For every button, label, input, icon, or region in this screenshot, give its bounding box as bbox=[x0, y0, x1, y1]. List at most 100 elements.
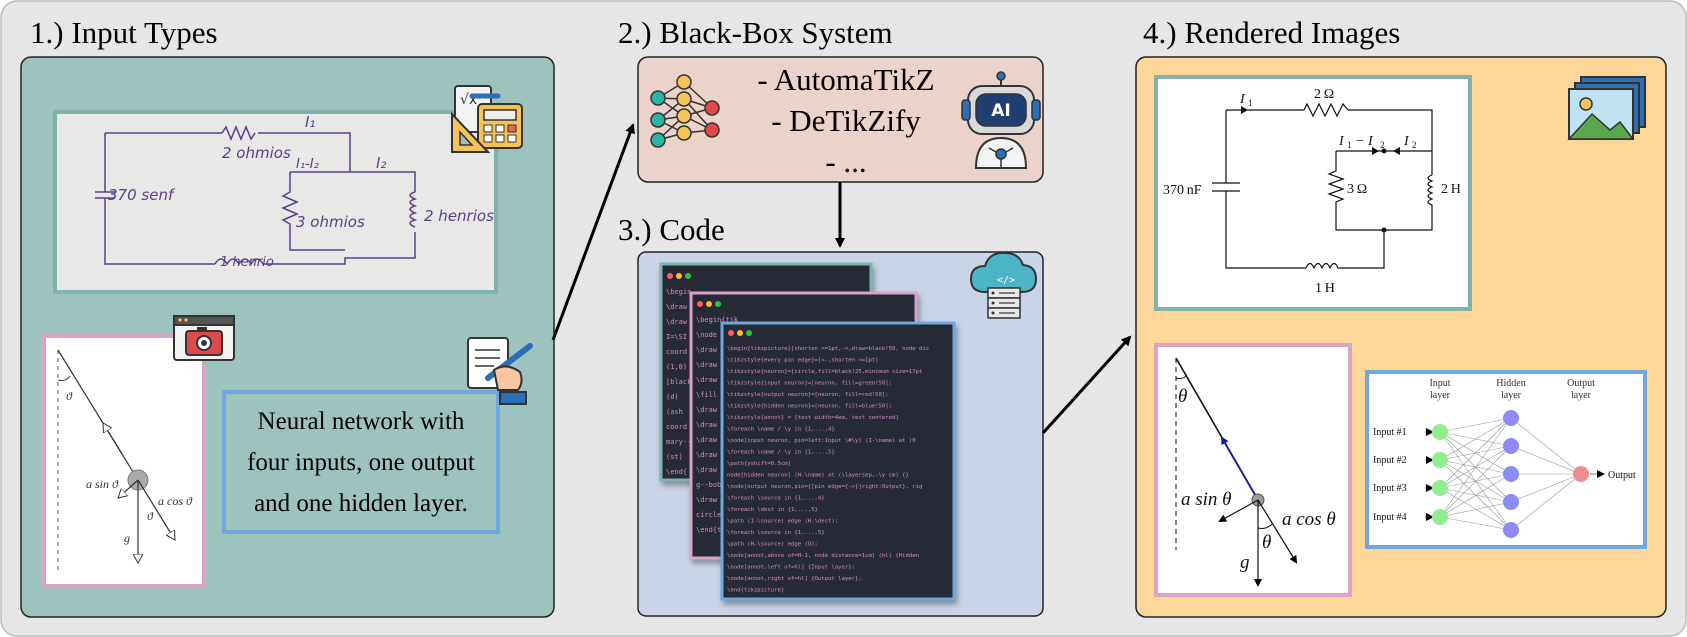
sketch-label-asin: a sin ϑ bbox=[86, 477, 119, 491]
nn-edge bbox=[1439, 487, 1512, 531]
ai-robot-icon: AI bbox=[961, 71, 1041, 169]
nn-edge bbox=[1439, 473, 1512, 489]
prompt-line-3: and one hidden layer. bbox=[254, 490, 468, 517]
arrow-code-to-rendered bbox=[1041, 335, 1132, 435]
nn-output-neuron bbox=[1573, 466, 1589, 482]
code-line: \node[annot,above of=H-1, node distance=… bbox=[727, 553, 919, 559]
nn-edge bbox=[1510, 417, 1582, 475]
hand-label-l1: 1 henrio bbox=[220, 255, 274, 270]
code-line: \draw bbox=[666, 303, 688, 311]
code-line: \begin{tikzpicture}[shorten >=1pt,->,dra… bbox=[727, 346, 929, 352]
code-line: coord bbox=[666, 423, 687, 431]
nn-input-neuron bbox=[1432, 424, 1448, 440]
nn-label-hidden-layer-1: Hidden bbox=[1496, 378, 1525, 389]
code-line: \draw bbox=[696, 406, 718, 414]
nn-edge bbox=[1439, 417, 1512, 489]
code-line: \node bbox=[696, 331, 717, 339]
code-line: \draw bbox=[696, 496, 718, 504]
nn-edge bbox=[1439, 487, 1512, 503]
code-line: \foreach \source in {1,...,4} bbox=[727, 496, 825, 502]
title-black-box: 2.) Black-Box System bbox=[618, 15, 893, 50]
code-line: \draw bbox=[696, 376, 718, 384]
code-line: \node[input neuron, pin=left:Input \#\y]… bbox=[727, 438, 916, 444]
code-line: \draw bbox=[696, 346, 718, 354]
nn-edge bbox=[1439, 516, 1512, 531]
nn-input-neuron bbox=[1432, 452, 1448, 468]
code-line: \tikzstyle{annot} = [text width=4em, tex… bbox=[727, 415, 899, 421]
code-line: \foreach \source in {1,...,5} bbox=[727, 530, 825, 536]
code-line: \end{t bbox=[696, 526, 721, 534]
code-line: \foreach \dest in {1,...,5} bbox=[727, 507, 818, 513]
code-line: \draw bbox=[696, 466, 718, 474]
rendered-label-r3: 3 Ω bbox=[1347, 182, 1367, 197]
nn-input-label-3: Input #3 bbox=[1373, 483, 1407, 494]
code-window-front: \begin{tikzpicture}[shorten >=1pt,->,dra… bbox=[720, 321, 956, 601]
code-line: \foreach \name / \y in {1,...,5} bbox=[727, 450, 835, 456]
code-line: \node[output neuron,pin={[pin edge={->}]… bbox=[727, 484, 922, 490]
nn-edge bbox=[1439, 473, 1512, 518]
code-line: \draw bbox=[696, 421, 718, 429]
nn-edge bbox=[1439, 417, 1512, 433]
title-rendered-images: 4.) Rendered Images bbox=[1143, 15, 1400, 50]
code-line: \tikzstyle{output neuron}=[neuron, fill=… bbox=[727, 392, 889, 398]
rendered-label-minus-i2: − I bbox=[1355, 134, 1374, 149]
rendered-label-asin: a sin θ bbox=[1181, 489, 1232, 510]
sketch-label-g: g bbox=[124, 531, 130, 545]
nn-hidden-neuron bbox=[1503, 410, 1519, 426]
rendered-label-cap: 370 nF bbox=[1163, 183, 1202, 198]
code-line: circle bbox=[696, 511, 721, 519]
sketch-label-theta-bob: ϑ bbox=[147, 509, 154, 523]
rendered-label-l2: 2 H bbox=[1441, 182, 1461, 197]
image-gallery-icon bbox=[1567, 76, 1646, 140]
nn-edge bbox=[1510, 445, 1582, 475]
nn-edge bbox=[1439, 501, 1512, 518]
prompt-line-1: Neural network with bbox=[258, 408, 465, 435]
handwriting-icon bbox=[467, 337, 533, 405]
rendered-label-i1: I bbox=[1239, 92, 1246, 107]
code-line: \draw bbox=[666, 318, 688, 326]
rendered-circuit-image: I 1 2 Ω I 1 − I 2 I 2 370 nF 3 Ω 2 H 1 H bbox=[1154, 75, 1472, 311]
hand-label-cap: 370 senf bbox=[108, 186, 176, 204]
rendered-label-i1mi2-sub: 1 bbox=[1347, 140, 1352, 150]
hand-label-i1-minus-i2: I₁-I₂ bbox=[296, 157, 319, 172]
nn-output-label: Output bbox=[1608, 470, 1636, 481]
hand-label-r3: 3 ohmios bbox=[296, 213, 365, 231]
code-line: \draw bbox=[696, 451, 718, 459]
code-line: \fill bbox=[696, 391, 717, 399]
sketch-label-acos: a cos ϑ bbox=[158, 494, 193, 508]
title-code: 3.) Code bbox=[618, 212, 725, 247]
code-line: \tikzstyle{every pin edge}=[<-,shorten <… bbox=[727, 358, 879, 364]
sketched-pendulum-image: ϑ a sin ϑ a cos ϑ ϑ g bbox=[42, 334, 206, 588]
code-line: \path (H-\source) edge (O); bbox=[727, 542, 818, 548]
black-box-item-more: - ... bbox=[825, 144, 866, 179]
nn-edge bbox=[1510, 473, 1582, 531]
nn-label-input-layer-2: layer bbox=[1430, 390, 1451, 401]
code-line: g--bob bbox=[696, 481, 721, 489]
ai-icon-label: AI bbox=[991, 101, 1010, 121]
nn-label-output-layer-2: layer bbox=[1571, 390, 1592, 401]
nn-input-label-2: Input #2 bbox=[1373, 455, 1407, 466]
code-line: coord bbox=[666, 348, 687, 356]
nn-edge bbox=[1439, 417, 1512, 518]
code-line: \begin bbox=[666, 288, 691, 296]
rendered-label-r2: 2 Ω bbox=[1314, 87, 1334, 102]
code-line: mary-- bbox=[666, 438, 691, 446]
hand-label-r2: 2 ohmios bbox=[222, 144, 291, 162]
code-line: \draw bbox=[696, 361, 718, 369]
rendered-label-acos: a cos θ bbox=[1282, 509, 1336, 530]
rendered-label-g: g bbox=[1240, 552, 1250, 573]
code-line: (1,0) bbox=[666, 363, 687, 371]
rendered-label-minus-i2-sub: 2 bbox=[1380, 140, 1385, 150]
rendered-label-theta-bob: θ bbox=[1262, 532, 1271, 553]
code-line: \tikzstyle{input neuron}=[neuron, fill=g… bbox=[727, 381, 892, 387]
code-line: [black bbox=[666, 378, 692, 386]
code-line: \end{tikzpicture} bbox=[727, 588, 784, 594]
code-line: \path (I-\source) edge (H-\dest); bbox=[727, 519, 838, 525]
nn-input-neuron bbox=[1432, 509, 1448, 525]
nn-hidden-neuron bbox=[1503, 466, 1519, 482]
svg-text:</>: </> bbox=[997, 275, 1015, 286]
nn-edge bbox=[1510, 473, 1582, 503]
rendered-label-l1: 1 H bbox=[1315, 281, 1335, 296]
code-line: \begin{tik bbox=[696, 316, 739, 324]
